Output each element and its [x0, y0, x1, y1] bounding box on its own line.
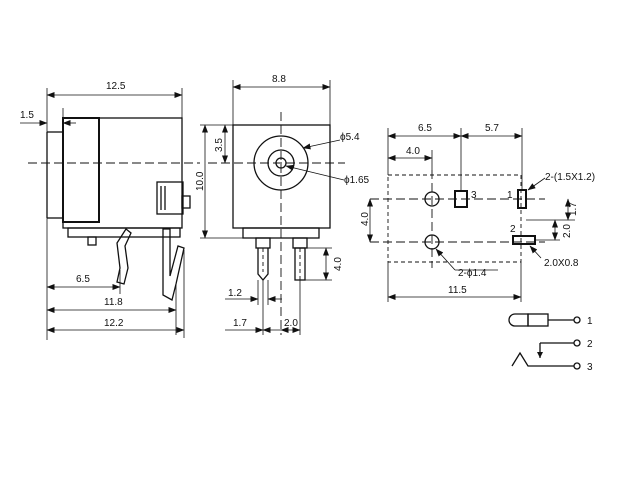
side-view: 12.5 1.5 6.5 11.8 12.2	[20, 81, 200, 340]
leader-pin-diameter	[285, 164, 345, 181]
dim-pad-spacing-b: 2.0	[562, 224, 573, 238]
label-mount-holes: 2-ϕ1.4	[458, 268, 487, 279]
dim-pin-diameter: ϕ1.65	[344, 175, 370, 186]
dim-pad-spacing-a: 1.7	[568, 202, 579, 216]
pcb-pad-2	[512, 235, 536, 245]
side-rear-pin	[162, 228, 185, 301]
dim-left-pin-offset: 1.2	[228, 288, 242, 299]
pcb-pin-2-label: 2	[510, 224, 516, 235]
dim-front-offset: 1.5	[20, 110, 34, 121]
label-slot-pads: 2-(1.5X1.2)	[545, 172, 595, 183]
schematic-pin-2-arrow	[537, 352, 543, 358]
dim-width: 8.8	[272, 74, 286, 85]
side-front-pin	[87, 236, 97, 246]
leader-outer-diameter	[302, 139, 341, 150]
label-pad-size: 2.0X0.8	[544, 258, 579, 269]
side-front-flange	[62, 117, 100, 223]
schematic-pin-3-label: 3	[587, 362, 593, 373]
schematic-pin-3-switch	[511, 351, 574, 367]
side-body-outline	[62, 117, 183, 229]
leader-slot-pads	[527, 177, 546, 191]
front-pin-left-head	[255, 237, 271, 249]
dim-hole-offset-a: 6.5	[418, 123, 432, 134]
dim-pin-distance: 6.5	[76, 274, 90, 285]
dim-height: 10.0	[195, 171, 206, 191]
dim-vertical-spacing: 4.0	[360, 212, 371, 226]
pcb-hole-top	[424, 191, 440, 207]
pcb-pin-3-label: 3	[471, 190, 477, 201]
dim-pin-spacing-b: 2.0	[284, 318, 298, 329]
side-rear-contact	[156, 181, 184, 215]
pcb-pin-1-label: 1	[507, 190, 513, 201]
side-bent-pin	[116, 228, 132, 285]
schematic-symbol: 1 2 3	[508, 313, 593, 373]
dim-center-height: 3.5	[214, 138, 225, 152]
dim-base-length: 11.8	[104, 297, 123, 308]
pcb-hole-bottom	[424, 234, 440, 250]
front-view: 8.8 10.0 3.5 ϕ5.4 ϕ1.65 4.0 1.2 1.7 2.0	[195, 74, 370, 335]
dim-overall: 11.5	[448, 285, 467, 296]
dim-overall-width: 12.5	[106, 81, 126, 92]
pcb-layout-view: 3 1 2 6.5 5.7 4.0 4.0 1.7 2.0 11.5 2-(1.…	[360, 123, 595, 302]
schematic-pin-2-terminal	[573, 339, 581, 347]
schematic-barrel-body	[508, 313, 529, 327]
schematic-pin-1-terminal	[573, 316, 581, 324]
dim-outer-diameter: ϕ5.4	[340, 132, 360, 143]
leader-mount-holes	[435, 248, 456, 271]
dim-total-length: 12.2	[104, 318, 124, 329]
schematic-pin-2-label: 2	[587, 339, 593, 350]
dim-hole-offset-b: 5.7	[485, 123, 499, 134]
dim-hole-offset-c: 4.0	[406, 146, 420, 157]
schematic-pin-1-label: 1	[587, 316, 593, 327]
leader-pad-size	[529, 245, 542, 259]
side-base-plate	[67, 227, 181, 238]
dim-pin-length: 4.0	[333, 257, 344, 271]
pcb-outline	[387, 174, 522, 263]
front-pin-right-head	[292, 237, 308, 249]
schematic-barrel-tube	[527, 313, 549, 327]
dim-pin-spacing-a: 1.7	[233, 318, 247, 329]
side-rear-tab	[181, 195, 191, 209]
schematic-pin-3-terminal	[573, 362, 581, 370]
